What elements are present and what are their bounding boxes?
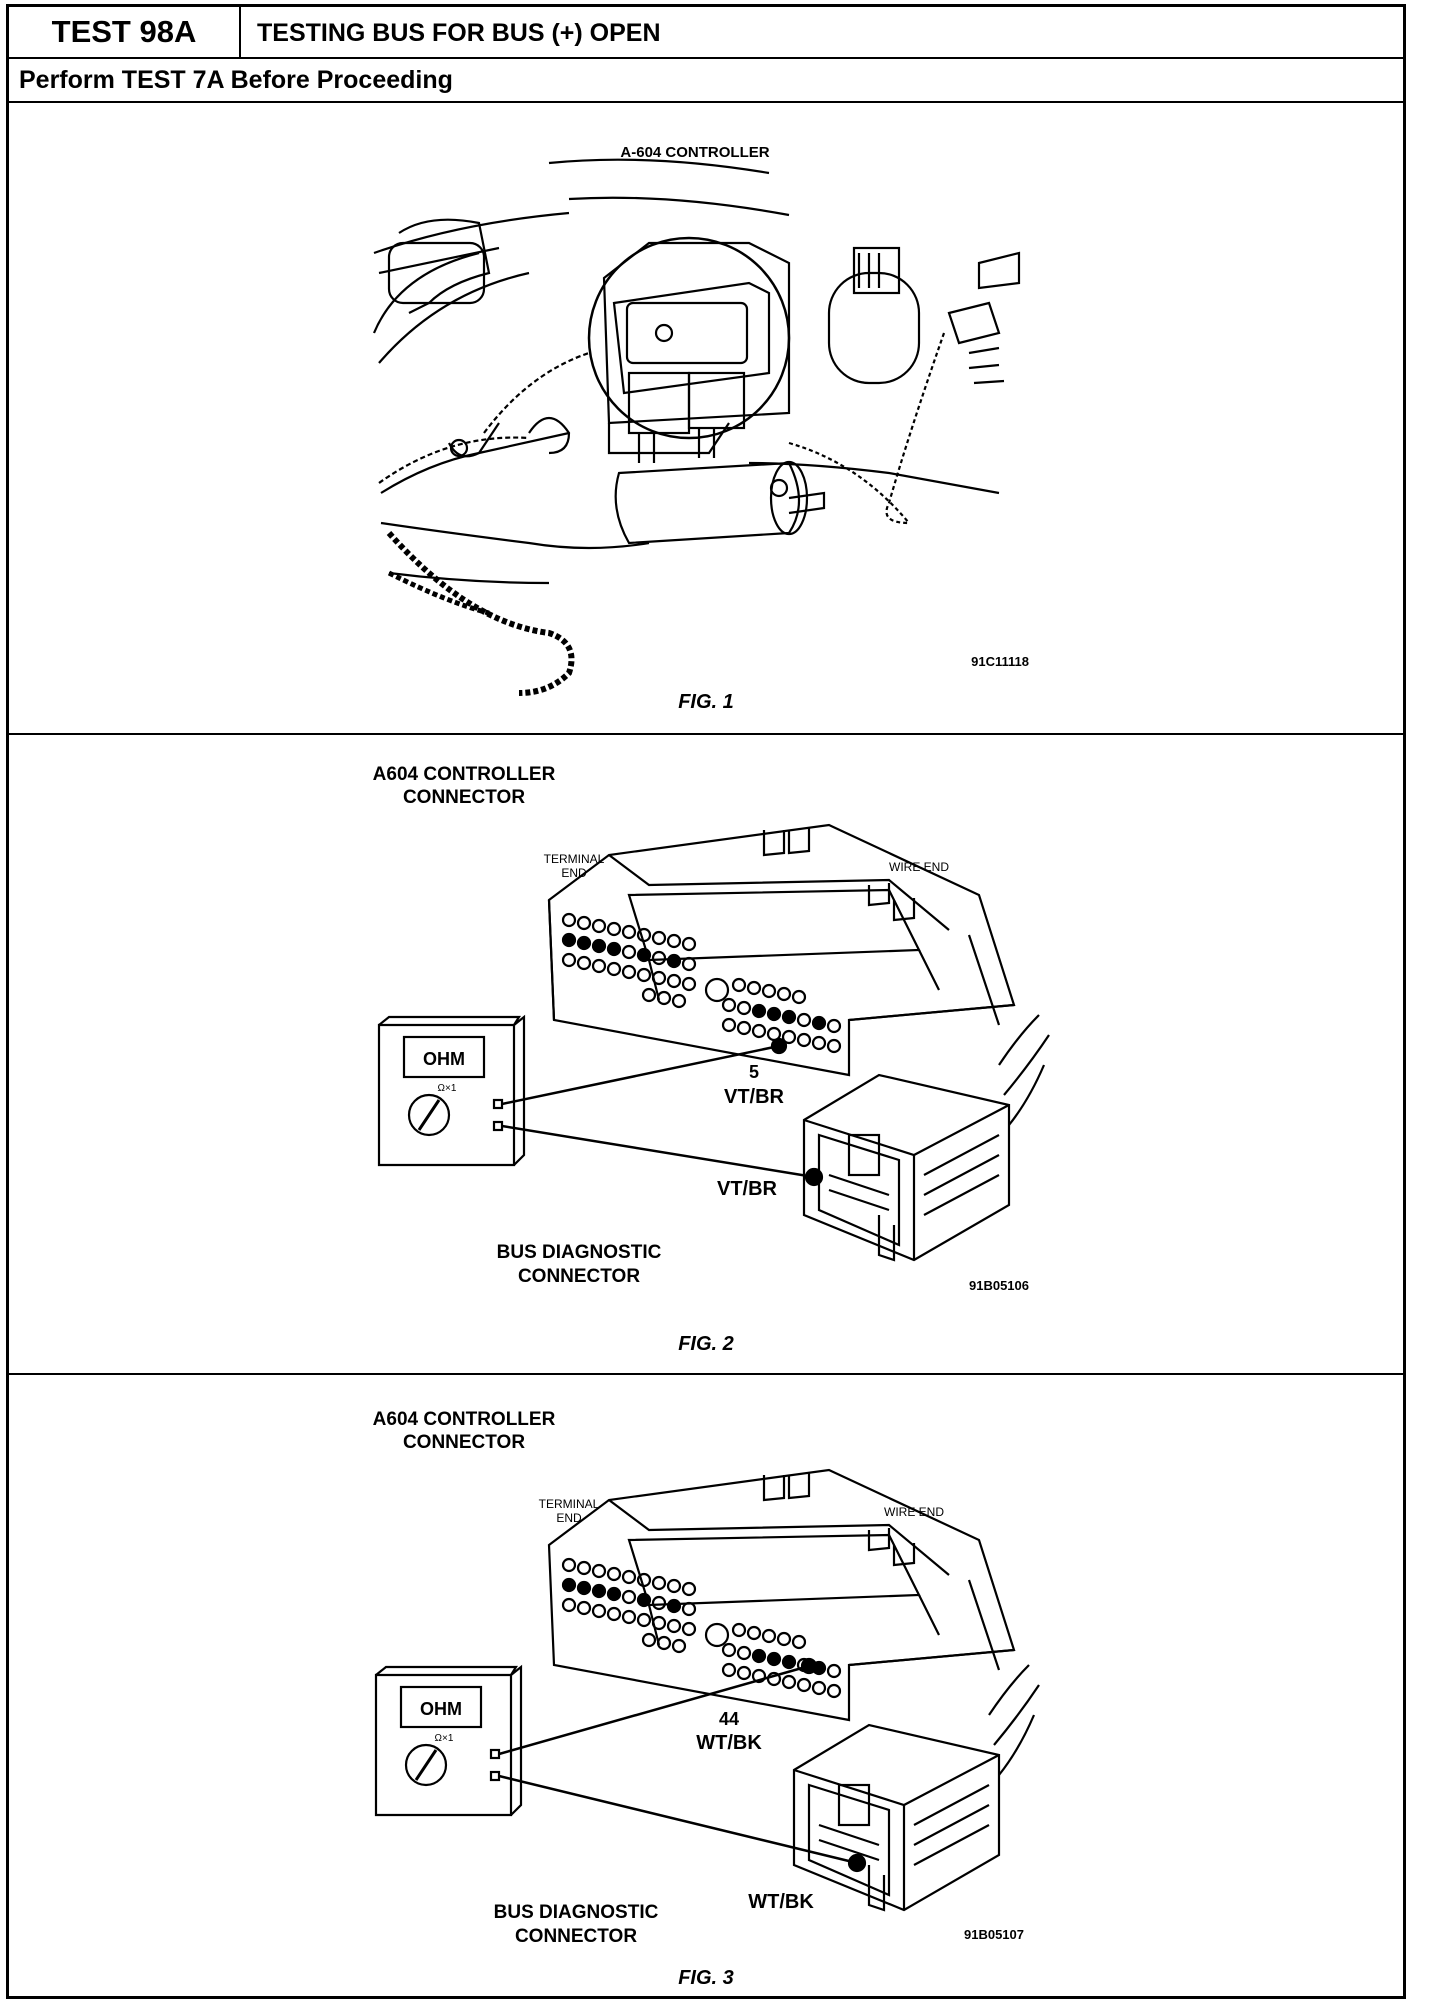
fig3-terminal-end-line2: END	[556, 1511, 582, 1525]
fig2-caption: FIG. 2	[678, 1333, 734, 1355]
prerequisite-note: Perform TEST 7A Before Proceeding	[19, 66, 453, 94]
fig3-pin-number: 44	[719, 1709, 739, 1729]
terminal-pins-left	[561, 1557, 697, 1654]
fig2-meter-range: Ω×1	[438, 1083, 457, 1094]
fig2-terminal-end-line2: END	[561, 866, 587, 880]
fig3-bus-wire-color: WT/BK	[748, 1891, 814, 1913]
terminal-pins-right	[721, 1622, 842, 1699]
fig3-terminal-end-line1: TERMINAL	[539, 1497, 600, 1511]
fig3-pin-wire-color: WT/BK	[696, 1732, 762, 1754]
test-title: TESTING BUS FOR BUS (+) OPEN	[257, 19, 661, 47]
terminal-pins-right	[721, 977, 842, 1054]
figure-1-panel: A-604 CONTROLLER 91C11118 FIG. 1	[9, 103, 1403, 735]
bus-pin-marker	[847, 1853, 867, 1873]
test-procedure-sheet: TEST 98A TESTING BUS FOR BUS (+) OPEN Pe…	[6, 4, 1406, 1999]
prerequisite-row: Perform TEST 7A Before Proceeding	[9, 59, 1403, 103]
a604-connector-drawing	[377, 823, 1050, 1262]
fig2-terminal-end-line1: TERMINAL	[544, 852, 605, 866]
fig2-reference-number: 91B05106	[969, 1278, 1029, 1293]
figure-3-panel: A604 CONTROLLER CONNECTOR TERMINAL END W…	[9, 1375, 1403, 1999]
fig3-wire-end-label: WIRE END	[884, 1505, 944, 1519]
figure-3-illustration: A604 CONTROLLER CONNECTOR TERMINAL END W…	[373, 1409, 1040, 1989]
fig1-caption: FIG. 1	[678, 691, 734, 713]
fig2-pin-wire-color: VT/BR	[724, 1086, 785, 1108]
fig2-bus-wire-color: VT/BR	[717, 1178, 778, 1200]
fig2-meter-display: OHM	[423, 1049, 465, 1069]
test-header: TEST 98A TESTING BUS FOR BUS (+) OPEN	[9, 7, 1403, 59]
figure-1-illustration: A-604 CONTROLLER 91C11118 FIG. 1	[372, 144, 1029, 713]
fig3-meter-range: Ω×1	[435, 1733, 454, 1744]
fig3-bus-label-line1: BUS DIAGNOSTIC	[494, 1902, 659, 1923]
fig3-controller-label-line1: A604 CONTROLLER	[373, 1409, 556, 1430]
a604-connector-drawing	[374, 1468, 1040, 1912]
fig3-controller-label-line2: CONNECTOR	[403, 1432, 525, 1453]
test-id: TEST 98A	[9, 7, 241, 57]
fig3-reference-number: 91B05107	[964, 1927, 1024, 1942]
figure-2-illustration: A604 CONTROLLER CONNECTOR TERMINAL END W…	[373, 764, 1050, 1355]
fig2-controller-label-line1: A604 CONTROLLER	[373, 764, 556, 785]
fig2-wire-end-label: WIRE END	[889, 860, 949, 874]
fig3-meter-display: OHM	[420, 1699, 462, 1719]
figure-2-panel: A604 CONTROLLER CONNECTOR TERMINAL END W…	[9, 735, 1403, 1375]
fig2-controller-label-line2: CONNECTOR	[403, 787, 525, 808]
fig1-callout-label: A-604 CONTROLLER	[620, 144, 769, 161]
fig2-pin-number: 5	[749, 1062, 759, 1082]
terminal-pins-left	[561, 912, 697, 1009]
fig1-reference-number: 91C11118	[971, 654, 1029, 669]
fig2-bus-label-line1: BUS DIAGNOSTIC	[497, 1242, 662, 1263]
fig3-bus-label-line2: CONNECTOR	[515, 1926, 637, 1947]
fig3-caption: FIG. 3	[678, 1967, 734, 1989]
bus-pin-marker	[804, 1167, 824, 1187]
engine-bay-drawing	[372, 158, 1021, 696]
fig2-bus-label-line2: CONNECTOR	[518, 1266, 640, 1287]
